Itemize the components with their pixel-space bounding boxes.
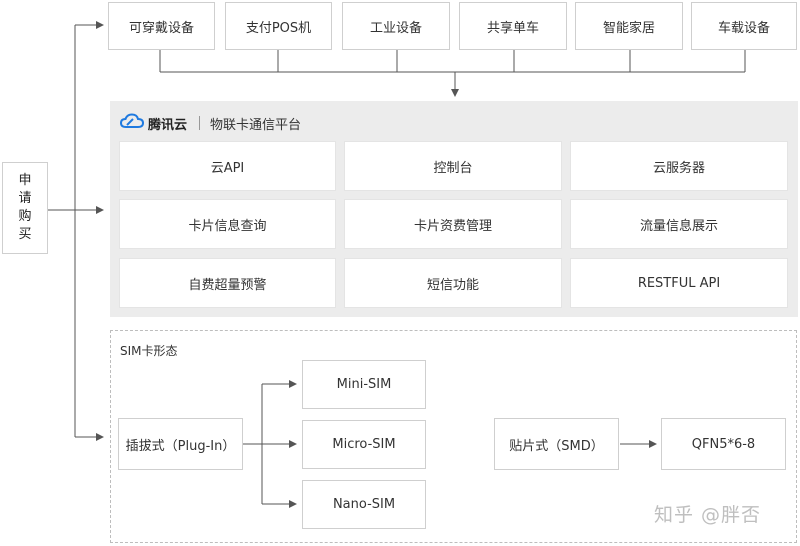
brand-name: 腾讯云 xyxy=(148,117,188,133)
smd-box: 贴片式（SMD） xyxy=(494,418,619,470)
qfn-box: QFN5*6-8 xyxy=(661,418,786,470)
device-bike-share: 共享单车 xyxy=(459,2,567,50)
sim-panel-title: SIM卡形态 xyxy=(120,344,178,358)
apply-char: 买 xyxy=(18,227,32,242)
feature-console: 控制台 xyxy=(345,142,561,190)
feature-traffic-info: 流量信息展示 xyxy=(571,200,787,248)
feature-card-info-query: 卡片信息查询 xyxy=(120,200,335,248)
device-pos: 支付POS机 xyxy=(225,2,332,50)
micro-sim-box: Micro-SIM xyxy=(302,420,426,469)
feature-cloud-server: 云服务器 xyxy=(571,142,787,190)
feature-restful-api: RESTFUL API xyxy=(571,259,787,307)
apply-char: 申 xyxy=(18,173,32,188)
device-wearable: 可穿戴设备 xyxy=(108,2,215,50)
apply-purchase-box: 申 请 购 买 xyxy=(2,162,48,254)
sim-form-panel xyxy=(110,330,797,543)
nano-sim-box: Nano-SIM xyxy=(302,480,426,529)
feature-sms: 短信功能 xyxy=(345,259,561,307)
cloud-logo-icon xyxy=(119,113,145,133)
watermark: 知乎 @胖否 xyxy=(654,504,762,526)
mini-sim-box: Mini-SIM xyxy=(302,360,426,409)
plugin-box: 插拔式（Plug-In） xyxy=(118,418,243,470)
platform-name: 物联卡通信平台 xyxy=(210,117,302,133)
divider xyxy=(199,116,201,130)
apply-char: 请 xyxy=(18,191,32,206)
device-smart-home: 智能家居 xyxy=(575,2,683,50)
platform-header: 腾讯云 物联卡通信平台 xyxy=(119,113,302,133)
device-vehicle: 车载设备 xyxy=(691,2,797,50)
device-industrial: 工业设备 xyxy=(342,2,450,50)
feature-overuse-alert: 自费超量预警 xyxy=(120,259,335,307)
feature-cloud-api: 云API xyxy=(120,142,335,190)
feature-card-tariff: 卡片资费管理 xyxy=(345,200,561,248)
apply-char: 购 xyxy=(18,209,32,224)
